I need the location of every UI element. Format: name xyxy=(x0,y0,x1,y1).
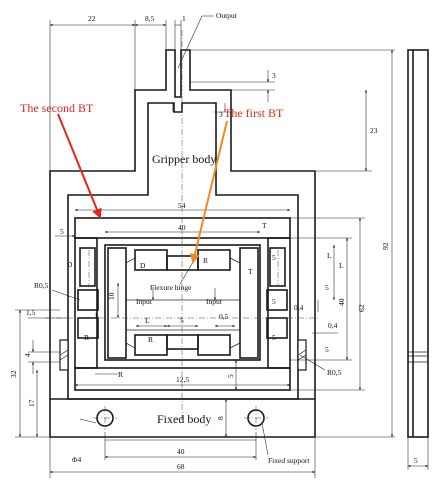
dim-text: 5 xyxy=(226,374,235,378)
second-bt-label: The second BT xyxy=(20,101,94,115)
dim-text: 5 xyxy=(60,227,64,236)
dim-text: Φ4 xyxy=(72,455,81,464)
dim-text: R xyxy=(203,256,208,265)
gripper-body-label: Gripper body xyxy=(152,152,216,166)
dim-text: 0,5 xyxy=(219,312,229,321)
dim-text: 5 xyxy=(325,345,329,354)
flexure-support-hatch xyxy=(59,349,307,361)
dim-text: 0,4 xyxy=(294,303,304,312)
right-upper-block xyxy=(269,247,286,287)
input-left-label: Input xyxy=(136,297,153,306)
second-bt-arrow xyxy=(57,113,102,219)
dim-text: 92 xyxy=(381,242,390,250)
dim-text: 40 xyxy=(337,298,346,306)
left-hinge-block-1 xyxy=(77,289,99,311)
dim-text: 4 xyxy=(23,353,32,357)
dim-text: 68 xyxy=(177,462,185,471)
fixed-support-label: Fixed support xyxy=(268,456,310,465)
bottom-bridge-beam xyxy=(74,367,291,391)
inner-right-column xyxy=(239,247,259,359)
dim-text: D xyxy=(67,260,73,269)
dim-text: 32 xyxy=(9,370,18,378)
right-hinge-block-2 xyxy=(266,317,288,339)
dim-text: 54 xyxy=(178,201,186,210)
first-bt-label: The first BT xyxy=(224,106,284,120)
dim-text: 0,4 xyxy=(328,321,338,330)
dim-text: 5 xyxy=(272,333,276,342)
dim-text: T xyxy=(248,267,253,276)
dim-text: 5 xyxy=(272,297,276,306)
dim-text: 1 xyxy=(182,14,186,23)
dim-text: 40 xyxy=(177,447,185,456)
lower-right-beam xyxy=(197,334,231,356)
leader-r0-5b xyxy=(299,354,326,371)
leader-fixed-support xyxy=(261,422,269,456)
dim-text: 3 xyxy=(272,71,276,80)
dim-text: L xyxy=(95,311,100,320)
central-bridge-frame xyxy=(104,244,261,361)
dim-text: 3 xyxy=(219,110,223,119)
output-label: Output xyxy=(216,11,238,20)
left-flexure-support xyxy=(59,339,69,371)
dim-text: 40 xyxy=(178,223,186,232)
dim-text: L xyxy=(327,251,332,260)
dim-text: 8 xyxy=(216,416,225,420)
flexure-hinge-label: Flexure hinge xyxy=(150,283,192,292)
leader-flexure-hinge xyxy=(179,261,194,285)
dim-text: R0,5 xyxy=(34,281,49,290)
dim-text: 5 xyxy=(325,283,329,292)
left-amplifier-column xyxy=(74,237,98,369)
right-flexure-support xyxy=(297,339,307,371)
input-right-label: Input xyxy=(206,297,223,306)
leader-r0-5 xyxy=(51,289,81,301)
dim-text: 10 xyxy=(107,292,116,300)
piezo-input-cavity xyxy=(125,299,241,331)
dim-text: R xyxy=(118,370,123,379)
dim-text: 22 xyxy=(88,14,96,23)
hinge-marks xyxy=(125,257,241,349)
inner-left-column xyxy=(107,247,127,359)
dim-text: 8,5 xyxy=(145,14,155,23)
dim-text: 23 xyxy=(370,126,378,135)
side-view-outline xyxy=(407,49,429,438)
left-hinge-block-2 xyxy=(77,317,99,339)
dim-text: 17 xyxy=(27,399,36,407)
dim-text: D xyxy=(140,261,146,270)
output-leader xyxy=(177,15,203,69)
lower-center-link xyxy=(166,334,199,350)
right-hinge-block-1 xyxy=(266,289,288,311)
dim-text: 1,5 xyxy=(26,308,36,317)
dim-text: L xyxy=(339,261,344,270)
left-upper-block xyxy=(79,247,96,287)
dim-text: 5 xyxy=(414,456,418,465)
dim-text: 62 xyxy=(357,304,366,312)
first-bt-arrow xyxy=(190,120,228,264)
top-bridge-beam xyxy=(74,217,291,239)
dim-text: R0,5 xyxy=(327,368,342,377)
dim-text: R xyxy=(148,335,153,344)
right-amplifier-column xyxy=(267,237,291,369)
fixed-body-label: Fixed body xyxy=(157,412,211,426)
dim-text: 5 xyxy=(272,253,276,262)
dim-text: L xyxy=(145,316,150,325)
dim-text: 12,5 xyxy=(176,375,189,384)
dim-text: R xyxy=(84,333,89,342)
dim-text: 5 xyxy=(180,316,184,325)
leader-phi4 xyxy=(79,418,97,424)
gripper-body-inner-outline xyxy=(67,102,299,400)
dim-text: T xyxy=(262,221,267,230)
